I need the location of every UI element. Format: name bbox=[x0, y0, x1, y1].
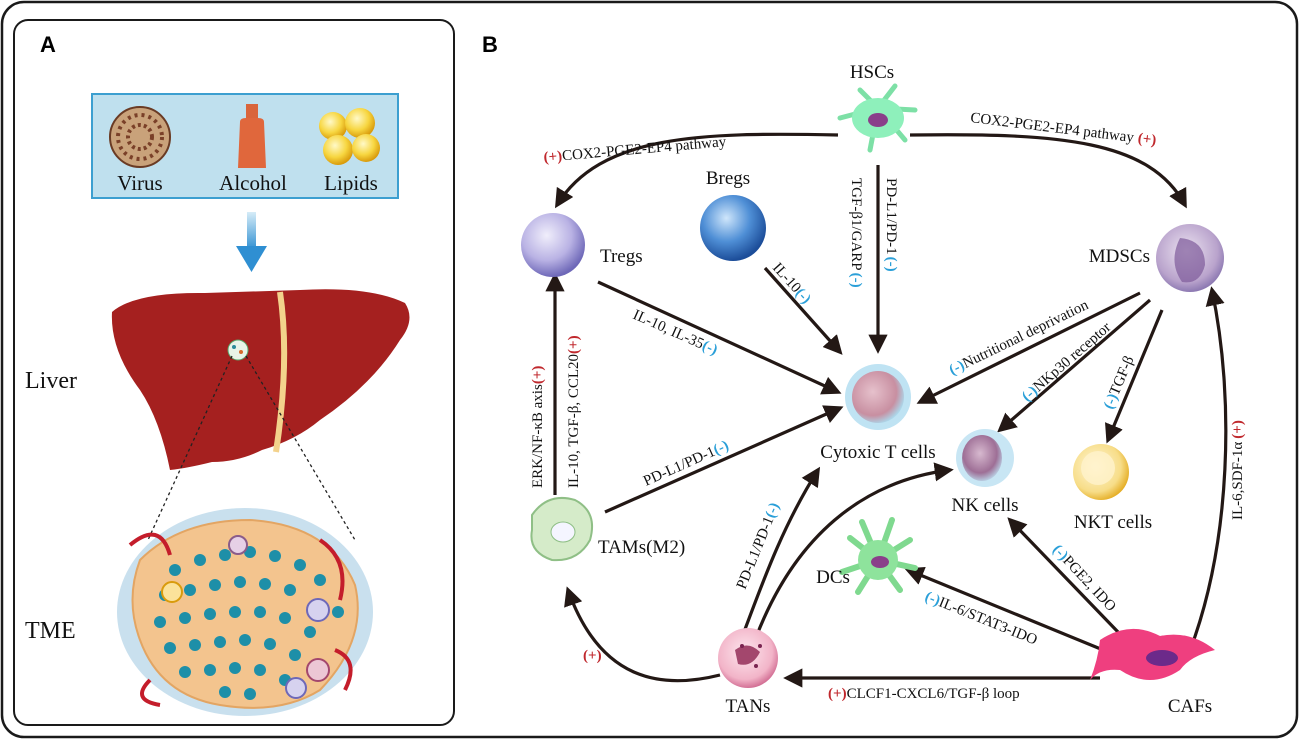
nk-cells-label: NK cells bbox=[951, 495, 1018, 516]
virus-icon bbox=[109, 106, 171, 168]
arrow-tans-ctl bbox=[736, 466, 821, 649]
edge-label-cafs-mdscs: IL-6,SDF-1α(+) bbox=[1230, 420, 1246, 520]
panel-label-b: B bbox=[482, 32, 498, 57]
bregs-cell-icon bbox=[700, 195, 766, 261]
arrow-tregs-ctl bbox=[597, 280, 842, 395]
arrow-mdscs-ctl bbox=[916, 291, 1141, 404]
mdscs-label: MDSCs bbox=[1089, 246, 1150, 267]
down-arrow-icon bbox=[236, 212, 267, 272]
tme-label: TME bbox=[25, 618, 76, 644]
arrow-cafs-dcs bbox=[904, 566, 1109, 654]
edge-label-tams-tregs-il10: IL-10, TGF-β, CCL20(+) bbox=[566, 335, 582, 488]
arrow-tams-ctl bbox=[604, 405, 844, 514]
edge-label-hscs-ctl-pdl1: PD-L1/PD-1(-) bbox=[883, 178, 899, 272]
nk-cell-icon bbox=[956, 429, 1014, 487]
arrows bbox=[545, 132, 1228, 688]
dcs-label: DCs bbox=[816, 567, 850, 588]
cytotoxic-t-cells-label: Cytoxic T cells bbox=[820, 442, 935, 463]
arrow-tans-nk bbox=[746, 462, 954, 661]
dcs-cell-icon bbox=[839, 517, 918, 595]
arrow-cafs-nk bbox=[1007, 517, 1120, 634]
cause-label-alcohol: Alcohol bbox=[219, 171, 287, 195]
tme-icon bbox=[117, 508, 373, 716]
liver-label: Liver bbox=[25, 368, 77, 394]
tams-cell-icon bbox=[530, 496, 594, 562]
arrow-tans-tams bbox=[564, 586, 721, 683]
tregs-label: Tregs bbox=[600, 246, 643, 267]
arrow-mdscs-nkt bbox=[1105, 309, 1164, 444]
arrow-mdscs-nk bbox=[997, 298, 1152, 433]
edge-label-hscs-ctl-tgf: TGF-β1/GARP(-) bbox=[848, 178, 864, 288]
risk-factors-box: Virus Alcohol Lipids bbox=[91, 93, 399, 199]
tans-label: TANs bbox=[726, 696, 771, 717]
cause-label-lipids: Lipids bbox=[324, 171, 378, 195]
arrow-hscs-mdscs bbox=[909, 133, 1187, 209]
hscs-cell-icon bbox=[837, 83, 918, 153]
cafs-cell-icon bbox=[1090, 628, 1215, 680]
nkt-cells-label: NKT cells bbox=[1074, 512, 1152, 533]
arrow-hscs-tregs bbox=[554, 132, 839, 209]
liver-icon bbox=[111, 289, 410, 541]
bregs-label: Bregs bbox=[706, 168, 750, 189]
edge-label-cafs-tans: (+)CLCF1-CXCL6/TGF-β loop bbox=[828, 686, 1020, 702]
tregs-cell-icon bbox=[521, 213, 585, 277]
cytotoxic-t-cell-icon bbox=[845, 364, 911, 430]
alcohol-bottle-icon bbox=[238, 104, 266, 168]
tans-cell-icon bbox=[718, 628, 778, 688]
cafs-label: CAFs bbox=[1168, 696, 1212, 717]
edge-label-tams-tregs-erk: ERK/NF-κB axis(+) bbox=[530, 366, 546, 488]
cause-label-virus: Virus bbox=[117, 171, 162, 195]
tams-label: TAMs(M2) bbox=[598, 537, 685, 558]
edge-label-tans-tams: (+) bbox=[583, 648, 602, 664]
mdscs-cell-icon bbox=[1156, 224, 1224, 292]
lipids-icon bbox=[319, 108, 380, 165]
nkt-cell-icon bbox=[1073, 444, 1129, 500]
arrow-bregs-ctl bbox=[763, 266, 843, 355]
hscs-label: HSCs bbox=[850, 62, 894, 83]
arrow-cafs-mdscs bbox=[1190, 286, 1228, 646]
panel-label-a: A bbox=[40, 32, 56, 57]
